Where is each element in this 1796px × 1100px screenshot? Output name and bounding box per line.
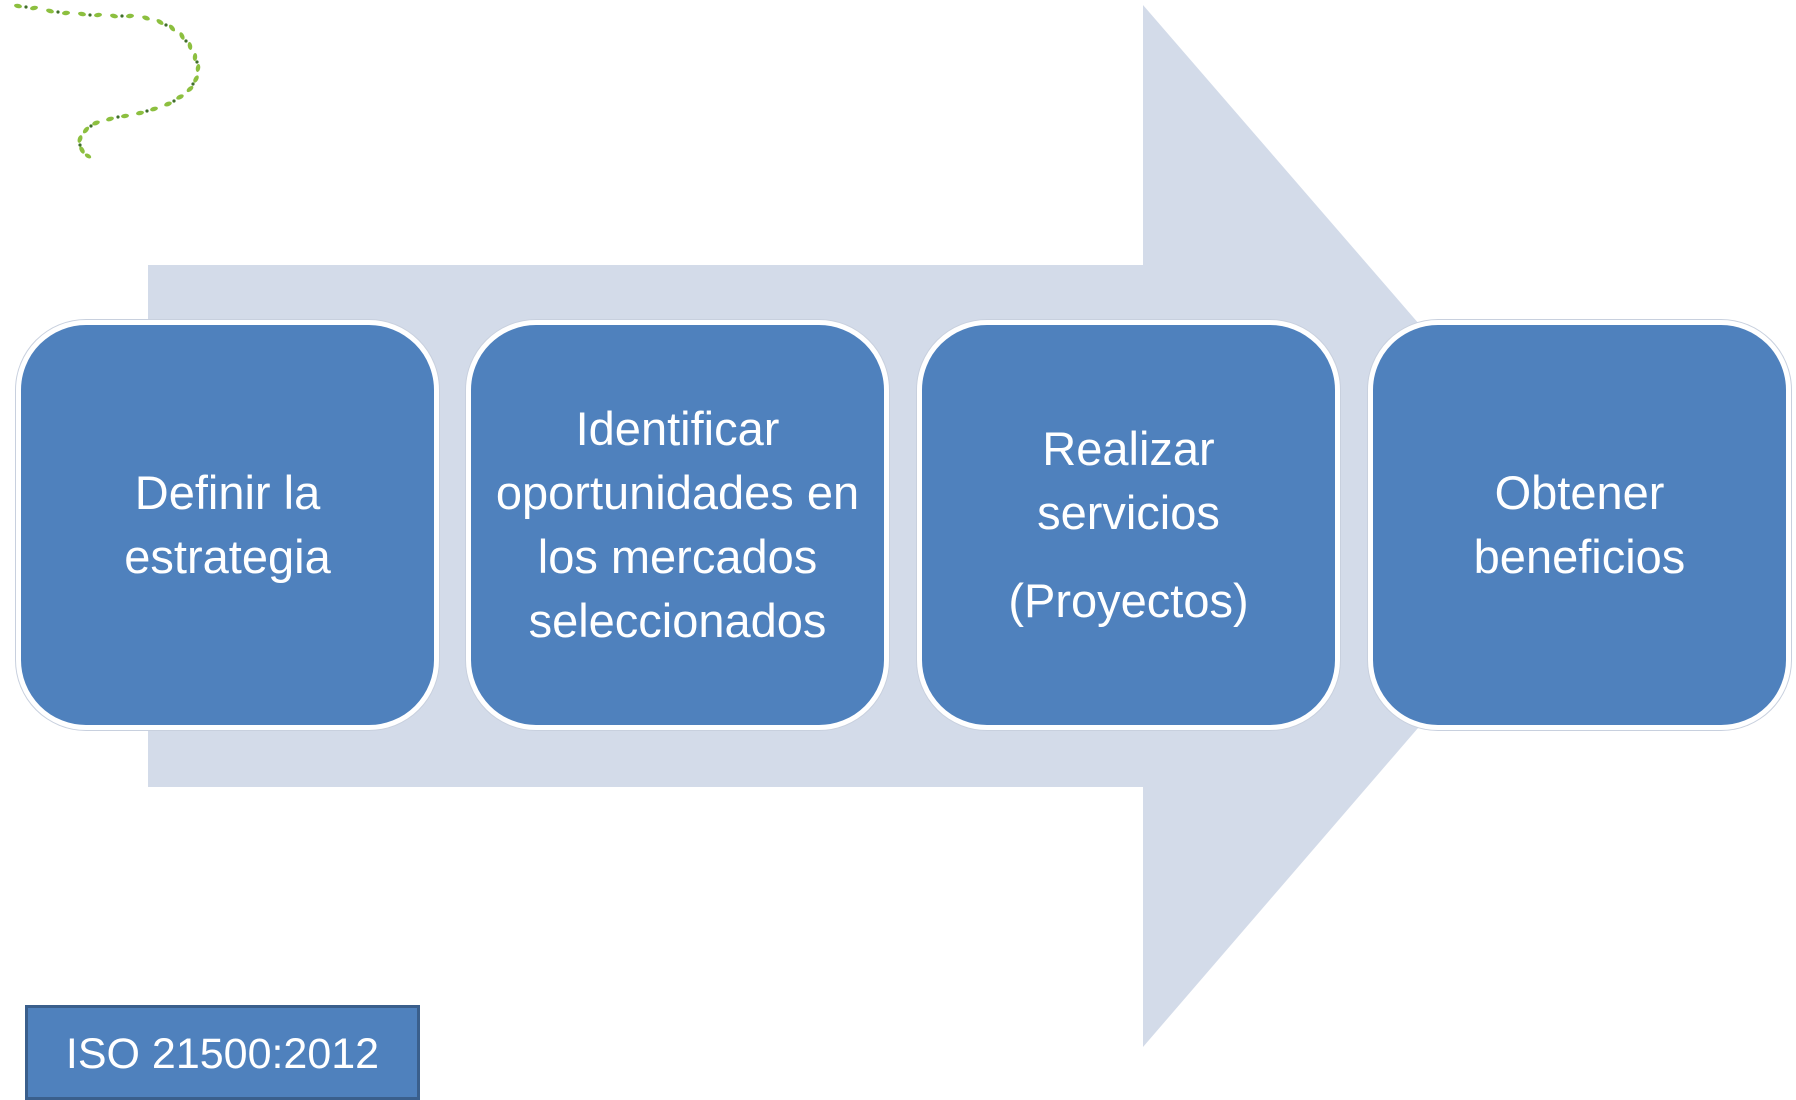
step-subtitle: (Proyectos): [1008, 574, 1249, 627]
step-label: Realizar servicios (Proyectos): [988, 417, 1268, 633]
step-line: beneficios: [1473, 530, 1686, 583]
step-identify-opportunities: Identificar oportunidades en los mercado…: [466, 320, 889, 730]
step-line: Obtener: [1494, 466, 1665, 519]
step-label: Identificar oportunidades en los mercado…: [495, 402, 860, 647]
step-define-strategy: Definir la estrategia: [16, 320, 439, 730]
step-perform-services: Realizar servicios (Proyectos): [917, 320, 1340, 730]
standard-label: ISO 21500:2012: [25, 1005, 420, 1100]
step-line: servicios: [1037, 486, 1220, 539]
step-label: Obtener beneficios: [1454, 461, 1706, 589]
step-line: Definir la: [134, 466, 321, 519]
step-label: Definir la estrategia: [104, 461, 350, 589]
step-obtain-benefits: Obtener beneficios: [1368, 320, 1791, 730]
step-line: Realizar: [1042, 422, 1215, 475]
vine-decoration-icon: [14, 3, 201, 159]
step-line: estrategia: [124, 530, 331, 583]
